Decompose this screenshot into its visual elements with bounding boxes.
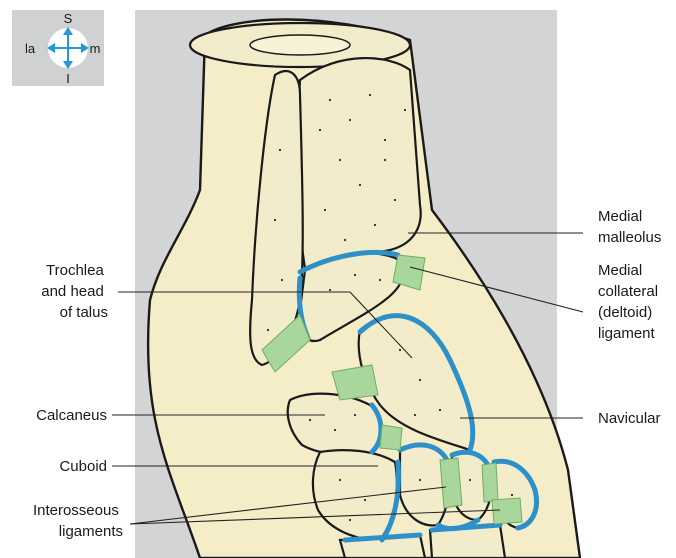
calcaneus-bone	[288, 394, 381, 455]
label-trochlea-talus: Trochlea and head of talus	[41, 262, 108, 321]
interosseous-ligament-2	[482, 463, 498, 502]
compass-inferior: I	[66, 71, 70, 86]
label-cuboid: Cuboid	[59, 458, 107, 475]
label-medial-malleolus: Medial malleolus	[598, 208, 661, 246]
tibia	[298, 58, 421, 268]
interosseous-ligament-1	[440, 458, 462, 508]
compass-medial: m	[90, 41, 101, 56]
interosseous-ligament-3	[492, 498, 522, 524]
compass-lateral: la	[25, 41, 36, 56]
orientation-compass: S I la m	[12, 10, 104, 86]
calcaneocuboid-ligament	[380, 425, 402, 450]
label-interosseous: Interosseous ligaments	[33, 502, 123, 540]
label-calcaneus: Calcaneus	[36, 407, 107, 424]
label-medial-collateral: Medial collateral (deltoid) ligament	[598, 262, 662, 342]
compass-superior: S	[64, 11, 73, 26]
label-navicular: Navicular	[598, 410, 661, 427]
marrow-cavity	[250, 35, 350, 55]
